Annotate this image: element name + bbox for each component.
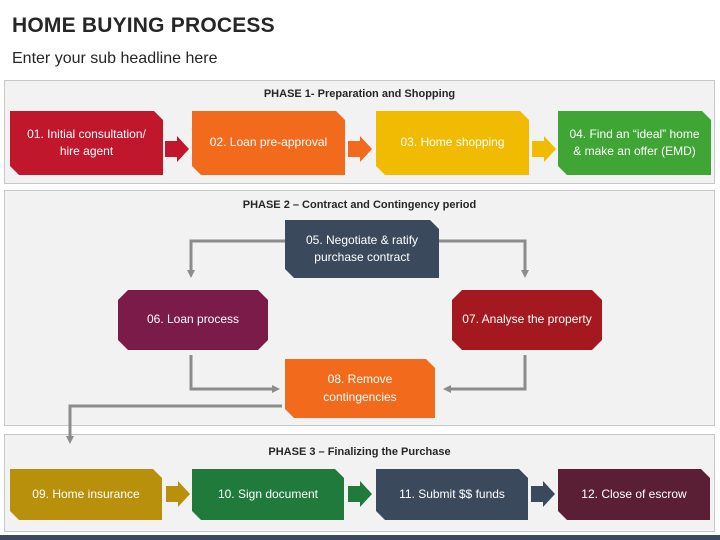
arrow-01-02 [165,136,189,162]
footer-bar [0,535,720,540]
step-11-box[interactable]: 11. Submit $$ funds [376,469,528,520]
step-01-box[interactable]: 01. Initial consultation/ hire agent [10,111,163,175]
step-04-box[interactable]: 04. Find an “ideal” home & make an offer… [558,111,711,175]
connector-06-08 [189,355,280,393]
step-08-box[interactable]: 08. Remove contingencies [285,359,435,418]
step-12-box[interactable]: 12. Close of escrow [558,469,710,520]
step-04-label: 04. Find an “ideal” home & make an offer… [569,126,700,158]
step-11-label: 11. Submit $$ funds [399,486,505,501]
page-title: HOME BUYING PROCESS [12,14,275,37]
step-03-label: 03. Home shopping [400,135,505,150]
step-05-label: 05. Negotiate & ratify purchase contract [305,232,419,264]
phase-2-title: PHASE 2 – Contract and Contingency perio… [242,199,477,211]
step-08-label: 08. Remove contingencies [323,372,397,404]
arrow-09-10 [166,481,190,507]
step-10-label: 10. Sign document [217,486,319,501]
arrow-02-03 [348,136,372,162]
connector-05-06 [187,239,285,278]
connector-05-07 [439,239,529,278]
arrow-11-12 [531,481,555,507]
phase-3-title: PHASE 3 – Finalizing the Purchase [268,446,451,458]
step-06-box[interactable]: 06. Loan process [118,290,268,350]
step-01-label: 01. Initial consultation/ hire agent [27,126,146,158]
step-09-box[interactable]: 09. Home insurance [10,469,162,520]
connector-08-09 [66,404,282,444]
step-09-label: 09. Home insurance [32,486,140,501]
step-07-box[interactable]: 07. Analyse the property [452,290,602,350]
step-07-label: 07. Analyse the property [462,312,592,327]
step-02-box[interactable]: 02. Loan pre-approval [192,111,345,175]
step-10-box[interactable]: 10. Sign document [192,469,344,520]
connector-07-08 [443,355,527,393]
step-12-label: 12. Close of escrow [581,486,687,501]
page-subtitle: Enter your sub headline here [12,50,218,67]
arrow-03-04 [532,136,556,162]
phase-1-title: PHASE 1- Preparation and Shopping [263,88,456,100]
step-05-box[interactable]: 05. Negotiate & ratify purchase contract [285,220,439,278]
arrow-10-11 [348,481,372,507]
step-02-label: 02. Loan pre-approval [209,135,328,150]
step-03-box[interactable]: 03. Home shopping [376,111,529,175]
step-06-label: 06. Loan process [146,312,240,327]
